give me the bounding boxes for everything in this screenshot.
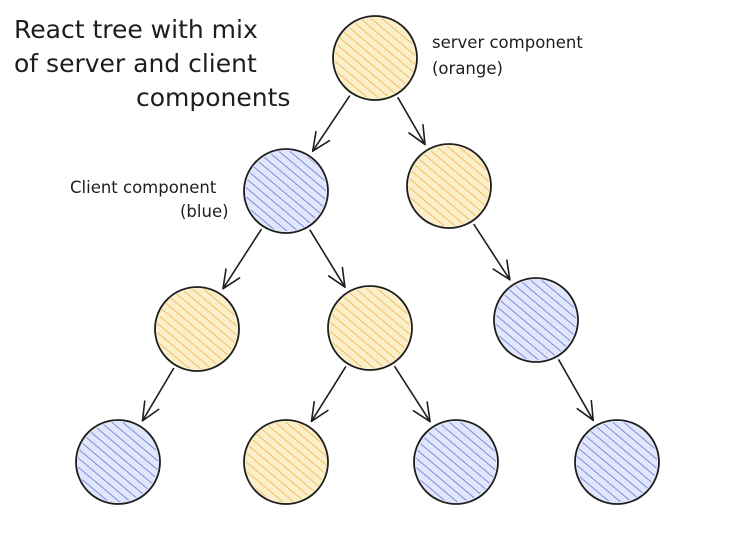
edge-line — [557, 359, 595, 422]
edge-root-to-l1-client — [311, 95, 351, 152]
diagram-title: React tree with mix of server and client… — [14, 15, 290, 112]
node-l2-server-b-server — [327, 285, 413, 371]
client-node-hatch — [577, 422, 657, 502]
arrowhead — [141, 400, 160, 422]
node-l3-client-b-client — [413, 419, 499, 505]
server-node-outline — [327, 285, 413, 371]
title-line-1: React tree with mix — [14, 15, 258, 44]
client-node-hatch — [78, 422, 158, 502]
server-node-outline — [406, 143, 492, 229]
edge-l2-client-to-l3-client-c — [557, 359, 595, 422]
client-note-line-1: Client component — [70, 178, 217, 197]
node-l2-server-a-server — [154, 286, 240, 372]
node-l2-client-client — [493, 277, 579, 363]
arrowhead — [311, 130, 331, 152]
server-node-hatch — [409, 146, 489, 226]
arrowhead — [576, 399, 595, 422]
client-component-note: Client component (blue) — [70, 178, 229, 221]
edge-line — [141, 367, 175, 422]
edge-l2-server-a-to-l3-client-a — [141, 367, 175, 422]
node-l1-client-client — [243, 148, 329, 234]
server-node-hatch — [157, 289, 237, 369]
client-node-outline — [75, 419, 161, 505]
client-note-line-2: (blue) — [180, 202, 229, 221]
edge-line — [309, 229, 346, 288]
edge-line — [310, 366, 347, 423]
node-l3-client-a-client — [75, 419, 161, 505]
edge-l2-server-b-to-l3-server — [310, 366, 347, 423]
edge-l2-server-b-to-l3-client-b — [394, 365, 431, 423]
edge-root-to-l1-server — [397, 97, 426, 146]
server-note-line-1: server component — [432, 33, 583, 52]
arrowhead — [412, 401, 431, 423]
client-node-hatch — [246, 151, 326, 231]
server-component-note: server component (orange) — [432, 33, 583, 78]
arrowhead — [222, 268, 241, 290]
edge-l1-client-to-l2-server-a — [222, 228, 262, 290]
client-node-outline — [413, 419, 499, 505]
edge-line — [311, 95, 351, 152]
server-node-hatch — [330, 288, 410, 368]
client-node-outline — [574, 419, 660, 505]
edge-line — [397, 97, 426, 146]
title-line-2: of server and client — [14, 49, 257, 78]
node-l1-server-server — [406, 143, 492, 229]
client-node-outline — [493, 277, 579, 363]
arrowhead — [327, 266, 346, 288]
server-note-line-2: (orange) — [432, 59, 503, 78]
node-l3-client-c-client — [574, 419, 660, 505]
node-root-server — [332, 15, 418, 101]
edge-l1-client-to-l2-server-b — [309, 229, 346, 288]
arrowhead — [310, 400, 329, 423]
server-node-outline — [332, 15, 418, 101]
tree-edges — [141, 95, 595, 423]
edge-l1-server-to-l2-client — [473, 223, 511, 281]
node-l3-server-server — [243, 419, 329, 505]
arrowhead — [408, 124, 426, 146]
edge-line — [394, 365, 431, 423]
server-node-hatch — [335, 18, 415, 98]
arrowhead — [492, 259, 511, 281]
client-node-hatch — [496, 280, 576, 360]
server-node-hatch — [246, 422, 326, 502]
client-node-outline — [243, 148, 329, 234]
edge-line — [222, 228, 262, 290]
title-line-3: components — [136, 83, 290, 112]
server-node-outline — [154, 286, 240, 372]
tree-nodes — [75, 15, 660, 505]
edge-line — [473, 223, 511, 281]
server-node-outline — [243, 419, 329, 505]
client-node-hatch — [416, 422, 496, 502]
